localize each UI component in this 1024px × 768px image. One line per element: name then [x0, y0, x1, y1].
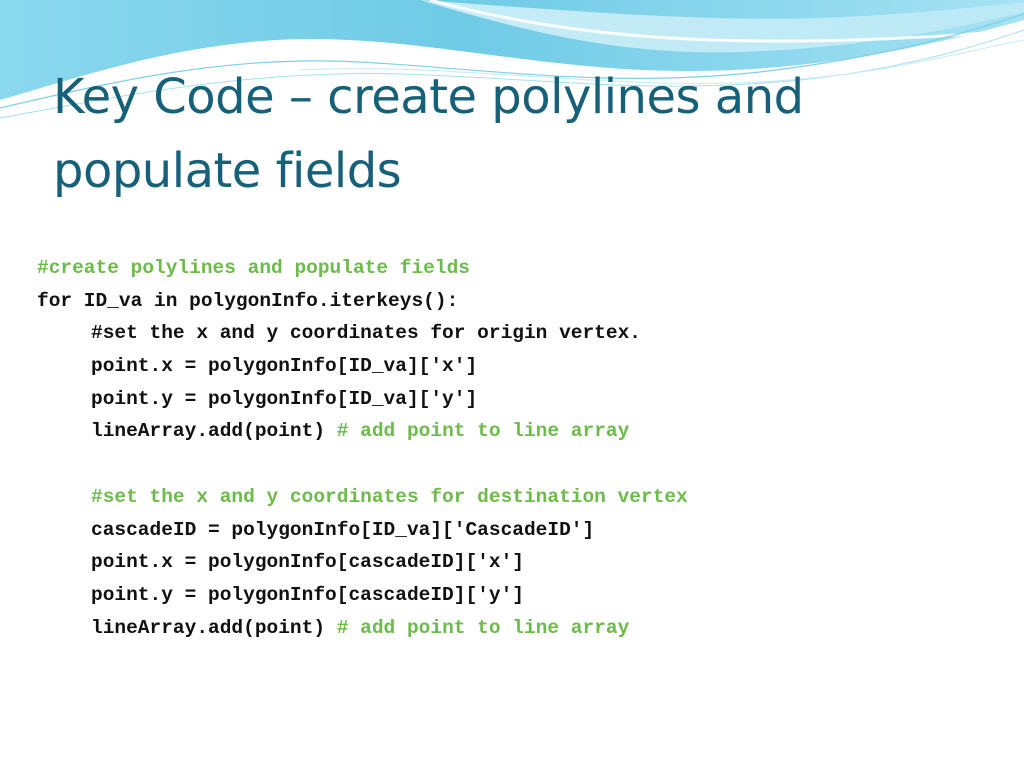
- code-text: for ID_va in polygonInfo.iterkeys():: [37, 289, 459, 312]
- code-text: point.x = polygonInfo[cascadeID]['x']: [91, 551, 524, 574]
- code-text: point.y = polygonInfo[ID_va]['y']: [91, 387, 478, 410]
- wave-line-1: [0, 13, 1024, 109]
- code-line: #set the x and y coordinates for origin …: [37, 317, 997, 350]
- code-block: #create polylines and populate fields for…: [37, 252, 997, 644]
- code-line: #create polylines and populate fields: [37, 252, 997, 285]
- code-line: [37, 448, 997, 481]
- code-text: point.x = polygonInfo[ID_va]['x']: [91, 355, 478, 378]
- code-text: cascadeID = polygonInfo[ID_va]['CascadeI…: [91, 518, 595, 541]
- code-text: #set the x and y coordinates for origin …: [91, 322, 641, 345]
- code-text: lineArray.add(point): [91, 616, 337, 639]
- code-comment: #create polylines and populate fields: [37, 257, 470, 279]
- code-line: point.x = polygonInfo[cascadeID]['x']: [37, 546, 997, 579]
- code-line: cascadeID = polygonInfo[ID_va]['CascadeI…: [37, 514, 997, 547]
- code-line: #set the x and y coordinates for destina…: [37, 481, 997, 514]
- code-comment: #set the x and y coordinates for destina…: [91, 485, 688, 508]
- code-comment: # add point to line array: [336, 420, 630, 443]
- code-line: point.x = polygonInfo[ID_va]['x']: [37, 350, 997, 383]
- code-line: point.y = polygonInfo[cascadeID]['y']: [37, 579, 997, 612]
- wave-line-3: [299, 39, 1024, 84]
- wave-line-2: [0, 29, 1024, 119]
- code-line: lineArray.add(point) # add point to line…: [37, 612, 997, 645]
- code-line: point.y = polygonInfo[ID_va]['y']: [37, 383, 997, 416]
- code-line: for ID_va in polygonInfo.iterkeys():: [37, 285, 997, 318]
- code-text: point.y = polygonInfo[cascadeID]['y']: [91, 583, 524, 606]
- slide-title: Key Code – create polylines and populate…: [53, 69, 804, 199]
- code-comment: # add point to line array: [336, 616, 630, 639]
- code-line: lineArray.add(point) # add point to line…: [37, 415, 997, 448]
- wave-white-arc: [429, 0, 1024, 43]
- code-text: lineArray.add(point): [91, 420, 337, 443]
- wave-header-decoration: [0, 0, 1024, 119]
